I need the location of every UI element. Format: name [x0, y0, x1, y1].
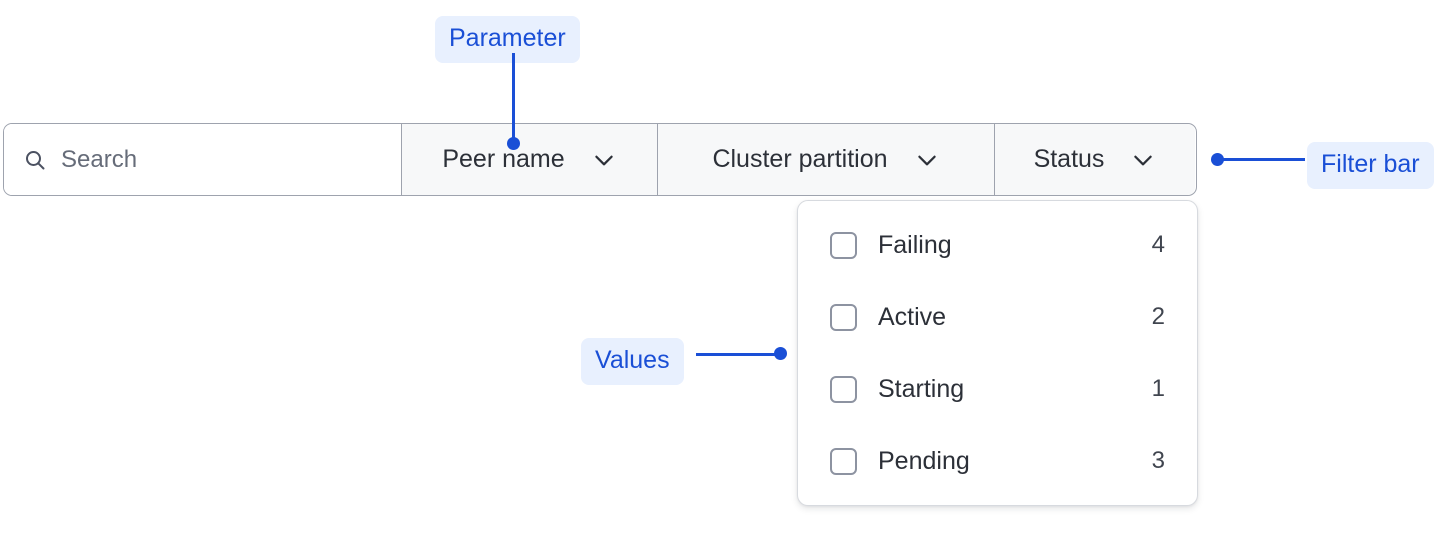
- list-item[interactable]: Active 2: [830, 295, 1165, 339]
- list-item-label: Active: [878, 302, 947, 331]
- annotation-label-filter-bar: Filter bar: [1307, 142, 1434, 189]
- filter-divider-2: [657, 123, 658, 196]
- checkbox-pending[interactable]: [830, 447, 857, 475]
- annotation-label-values: Values: [581, 338, 684, 385]
- annotation-dot-values: [774, 347, 787, 360]
- filter-divider-1: [401, 123, 402, 196]
- chevron-down-icon: [1134, 155, 1153, 165]
- annotation-leader-values: [696, 353, 778, 356]
- chevron-down-icon: [594, 155, 613, 165]
- filter-dropdown-status-label: Status: [1033, 145, 1105, 173]
- list-item-label: Failing: [878, 230, 952, 259]
- filter-dropdown-cluster-partition[interactable]: Cluster partition: [658, 124, 994, 195]
- checkbox-failing[interactable]: [830, 231, 857, 259]
- list-item-count: 1: [1151, 375, 1165, 402]
- annotation-dot-parameter: [507, 137, 520, 150]
- list-item[interactable]: Starting 1: [830, 367, 1165, 411]
- filter-bar: Peer name Cluster partition Status: [3, 123, 1197, 196]
- annotation-leader-parameter: [512, 53, 515, 143]
- list-item-label: Starting: [878, 374, 965, 403]
- list-item-count: 4: [1151, 231, 1165, 258]
- search-field[interactable]: [4, 124, 401, 195]
- annotation-dot-filter-bar: [1211, 153, 1224, 166]
- filter-dropdown-cluster-partition-label: Cluster partition: [712, 145, 888, 173]
- filter-dropdown-peer-name[interactable]: Peer name: [402, 124, 657, 195]
- annotation-label-parameter: Parameter: [435, 16, 580, 63]
- chevron-down-icon: [917, 155, 936, 165]
- search-input[interactable]: [61, 145, 361, 174]
- checkbox-starting[interactable]: [830, 375, 857, 403]
- status-filter-dropdown-panel: Failing 4 Active 2 Starting 1 Pending 3: [797, 200, 1198, 506]
- checkbox-active[interactable]: [830, 303, 857, 331]
- list-item[interactable]: Pending 3: [830, 439, 1165, 483]
- list-item-label: Pending: [878, 446, 970, 475]
- annotation-leader-filter-bar: [1221, 158, 1305, 161]
- filter-divider-3: [994, 123, 995, 196]
- list-item[interactable]: Failing 4: [830, 223, 1165, 267]
- filter-dropdown-peer-name-label: Peer name: [442, 145, 565, 173]
- list-item-count: 3: [1151, 447, 1165, 474]
- filter-dropdown-status[interactable]: Status: [995, 124, 1195, 195]
- search-icon: [26, 150, 45, 169]
- list-item-count: 2: [1151, 303, 1165, 330]
